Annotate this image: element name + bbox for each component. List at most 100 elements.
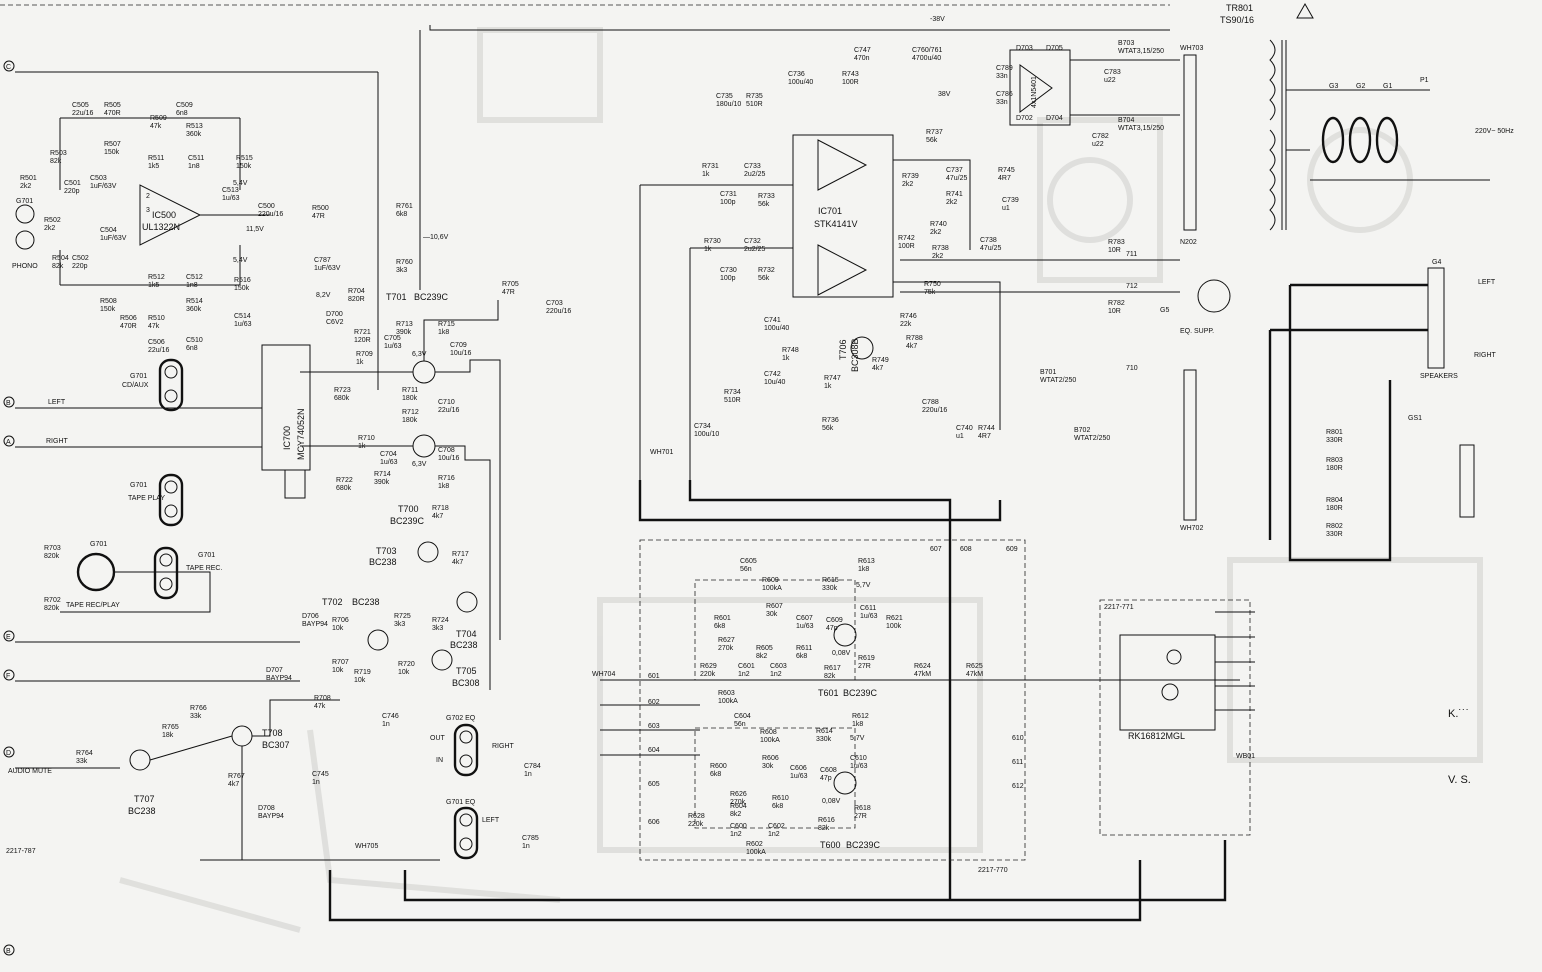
component-value: 47R <box>502 289 515 296</box>
svg-text:C: C <box>6 64 11 71</box>
component-ref: R615 <box>822 577 839 584</box>
svg-text:0,08V: 0,08V <box>832 650 851 657</box>
component-value: 1n <box>312 779 320 786</box>
component-value: 4k7 <box>452 559 463 566</box>
component-value: 150k <box>100 306 116 313</box>
component-ref: R516 <box>234 277 251 284</box>
d704-label: D704 <box>1046 115 1063 122</box>
component-value: 1uF/63V <box>314 265 341 272</box>
component-ref: C739 <box>1002 197 1019 204</box>
component-value: 56k <box>822 425 834 432</box>
net-607: 607 <box>930 546 942 553</box>
g701-phono-label: G701 <box>16 198 33 205</box>
component-ref: R704 <box>348 288 365 295</box>
component-value: 330k <box>816 736 832 743</box>
component-value: 510R <box>724 397 741 404</box>
phono-label: PHONO <box>12 263 38 270</box>
component-ref: C606 <box>790 765 807 772</box>
component-value: 6k8 <box>796 653 807 660</box>
component-value: 75k <box>924 289 936 296</box>
component-ref: D708 <box>258 805 275 812</box>
component-value: 220k <box>700 671 716 678</box>
component-ref: C510 <box>186 337 203 344</box>
t702-id: T702 <box>322 597 343 607</box>
p1-label: P1 <box>1420 77 1429 84</box>
component-value: WTAT2/250 <box>1074 435 1110 442</box>
component-value: 56k <box>758 201 770 208</box>
component-value: 10k <box>354 677 366 684</box>
component-ref: C609 <box>826 617 843 624</box>
component-value: WTAT3,15/250 <box>1118 125 1164 132</box>
eq-in-label: IN <box>436 757 443 764</box>
component-value: 1u/63 <box>384 343 402 350</box>
component-value: 180R <box>1326 505 1343 512</box>
component-ref: R617 <box>824 665 841 672</box>
component-value: 330R <box>1326 531 1343 538</box>
edge-marker: E <box>3 630 15 642</box>
component-value: 33n <box>996 73 1008 80</box>
component-ref: R629 <box>700 663 717 670</box>
component-ref: R765 <box>162 724 179 731</box>
component-ref: R738 <box>932 245 949 252</box>
component-ref: R746 <box>900 313 917 320</box>
component-ref: R717 <box>452 551 469 558</box>
component-value: 1k <box>824 383 832 390</box>
component-value: 1k <box>358 443 366 450</box>
component-ref: R761 <box>396 203 413 210</box>
t700-id: T700 <box>398 504 419 514</box>
component-value: 30k <box>762 763 774 770</box>
svg-text:8,2V: 8,2V <box>316 292 331 299</box>
eq-supp-label: EQ. SUPP. <box>1180 328 1214 335</box>
speaker-right-label: RIGHT <box>1474 352 1497 359</box>
t704-part: BC238 <box>450 640 478 650</box>
component-value: 1k5 <box>148 163 159 170</box>
component-ref: R624 <box>914 663 931 670</box>
component-ref: R608 <box>760 729 777 736</box>
ic500-part: UL1322N <box>142 222 180 232</box>
edge-marker: F <box>3 669 15 681</box>
svg-text:5,4V: 5,4V <box>233 257 248 264</box>
component-value: 100u/10 <box>694 431 719 438</box>
component-ref: R613 <box>858 558 875 565</box>
component-value: 100kA <box>746 849 766 856</box>
component-value: 470R <box>104 110 121 117</box>
component-ref: R504 <box>52 255 69 262</box>
component-ref: R606 <box>762 755 779 762</box>
component-ref: C760/761 <box>912 47 942 54</box>
ic701-id: IC701 <box>818 206 842 216</box>
component-ref: C607 <box>796 615 813 622</box>
mains-label: 220V~ 50Hz <box>1475 128 1514 135</box>
component-value: 6k8 <box>772 803 783 810</box>
component-ref: R736 <box>822 417 839 424</box>
component-ref: R733 <box>758 193 775 200</box>
component-ref: R702 <box>44 597 61 604</box>
component-ref: R723 <box>334 387 351 394</box>
component-value: 180R <box>1326 465 1343 472</box>
eq-out-label: OUT <box>430 735 446 742</box>
component-ref: C787 <box>314 257 331 264</box>
